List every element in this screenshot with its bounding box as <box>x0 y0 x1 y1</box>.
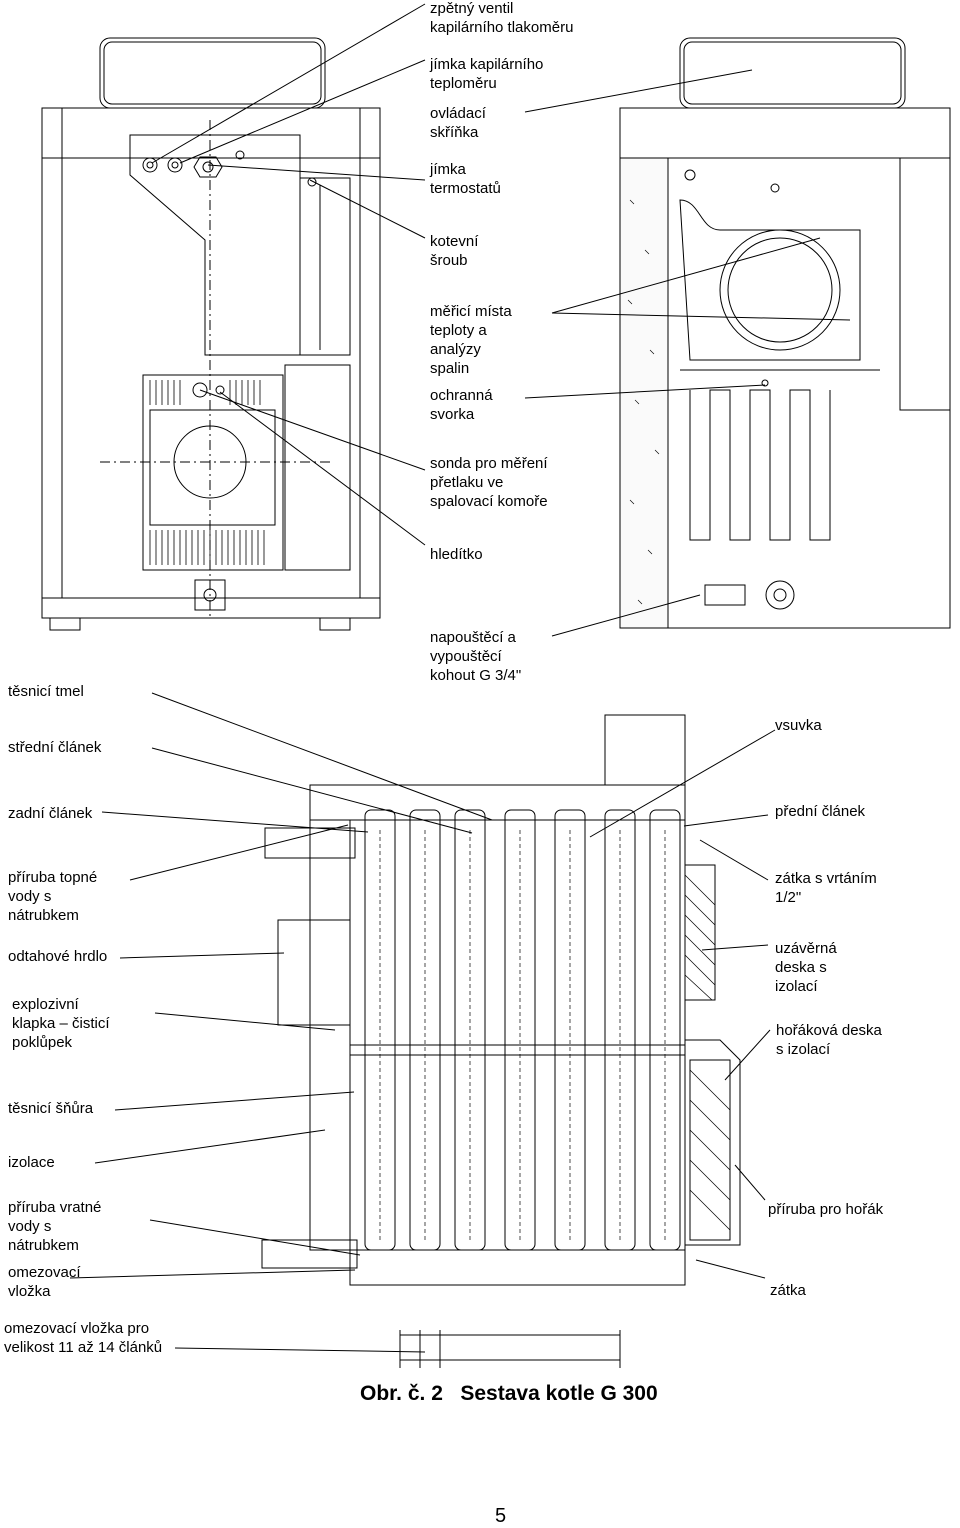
side-view <box>619 37 951 629</box>
label-merici-mista: měřicí místa teploty a analýzy spalin <box>430 303 512 377</box>
label-omezovaci-vlozka: omezovací vložka <box>8 1264 81 1300</box>
label-omezovaci-vlozka-velikost: omezovací vložka pro velikost 11 až 14 č… <box>4 1320 163 1356</box>
label-vsuvka: vsuvka <box>775 717 822 734</box>
label-hledítko: hledítko <box>430 546 483 563</box>
label-tesnici-tmel: těsnicí tmel <box>8 683 84 700</box>
page-number: 5 <box>495 1505 507 1527</box>
label-priruba-horak: příruba pro hořák <box>768 1201 884 1218</box>
label-ochranna-svorka: ochranná svorka <box>430 387 493 423</box>
label-explozivni-klapka: explozivní klapka – čisticí poklůpek <box>12 996 110 1051</box>
label-jimka-kapilarniho: jímka kapilárního teploměru <box>430 56 544 92</box>
leader-lines <box>69 3 851 1353</box>
label-priruba-topne: příruba topné vody s nátrubkem <box>8 869 98 924</box>
label-ovladaci-skrinka: ovládací skříňka <box>430 105 486 141</box>
label-napousteci-kohout: napouštěcí a vypouštěcí kohout G 3/4" <box>430 629 522 684</box>
label-zpetny-ventil: zpětný ventil kapilárního tlakoměru <box>430 0 574 36</box>
label-predni-clanek: přední článek <box>775 803 866 820</box>
label-uzaverna-deska: uzávěrná deska s izolací <box>775 940 837 995</box>
label-izolace: izolace <box>8 1154 55 1171</box>
label-jimka-termostatu: jímka termostatů <box>430 161 501 197</box>
section-view <box>261 714 741 1368</box>
label-priruba-vratne: příruba vratné vody s nátrubkem <box>8 1199 102 1254</box>
label-zatka-vrtanim: zátka s vrtáním 1/2" <box>775 870 877 906</box>
label-zadni-clanek: zadní článek <box>8 805 93 822</box>
label-zatka: zátka <box>770 1282 806 1299</box>
label-horakova-deska: hořáková deska s izolací <box>776 1022 882 1058</box>
label-stredni-clanek: střední článek <box>8 739 102 756</box>
label-odtahove-hrdlo: odtahové hrdlo <box>8 948 108 965</box>
label-kotevni-sroub: kotevní šroub <box>430 233 479 269</box>
figure-caption: Obr. č. 2 Sestava kotle G 300 <box>360 1382 658 1405</box>
front-view <box>41 37 381 631</box>
label-tesnici-snura: těsnicí šňůra <box>8 1100 94 1117</box>
label-sonda: sonda pro měření přetlaku ve spalovací k… <box>430 455 548 510</box>
